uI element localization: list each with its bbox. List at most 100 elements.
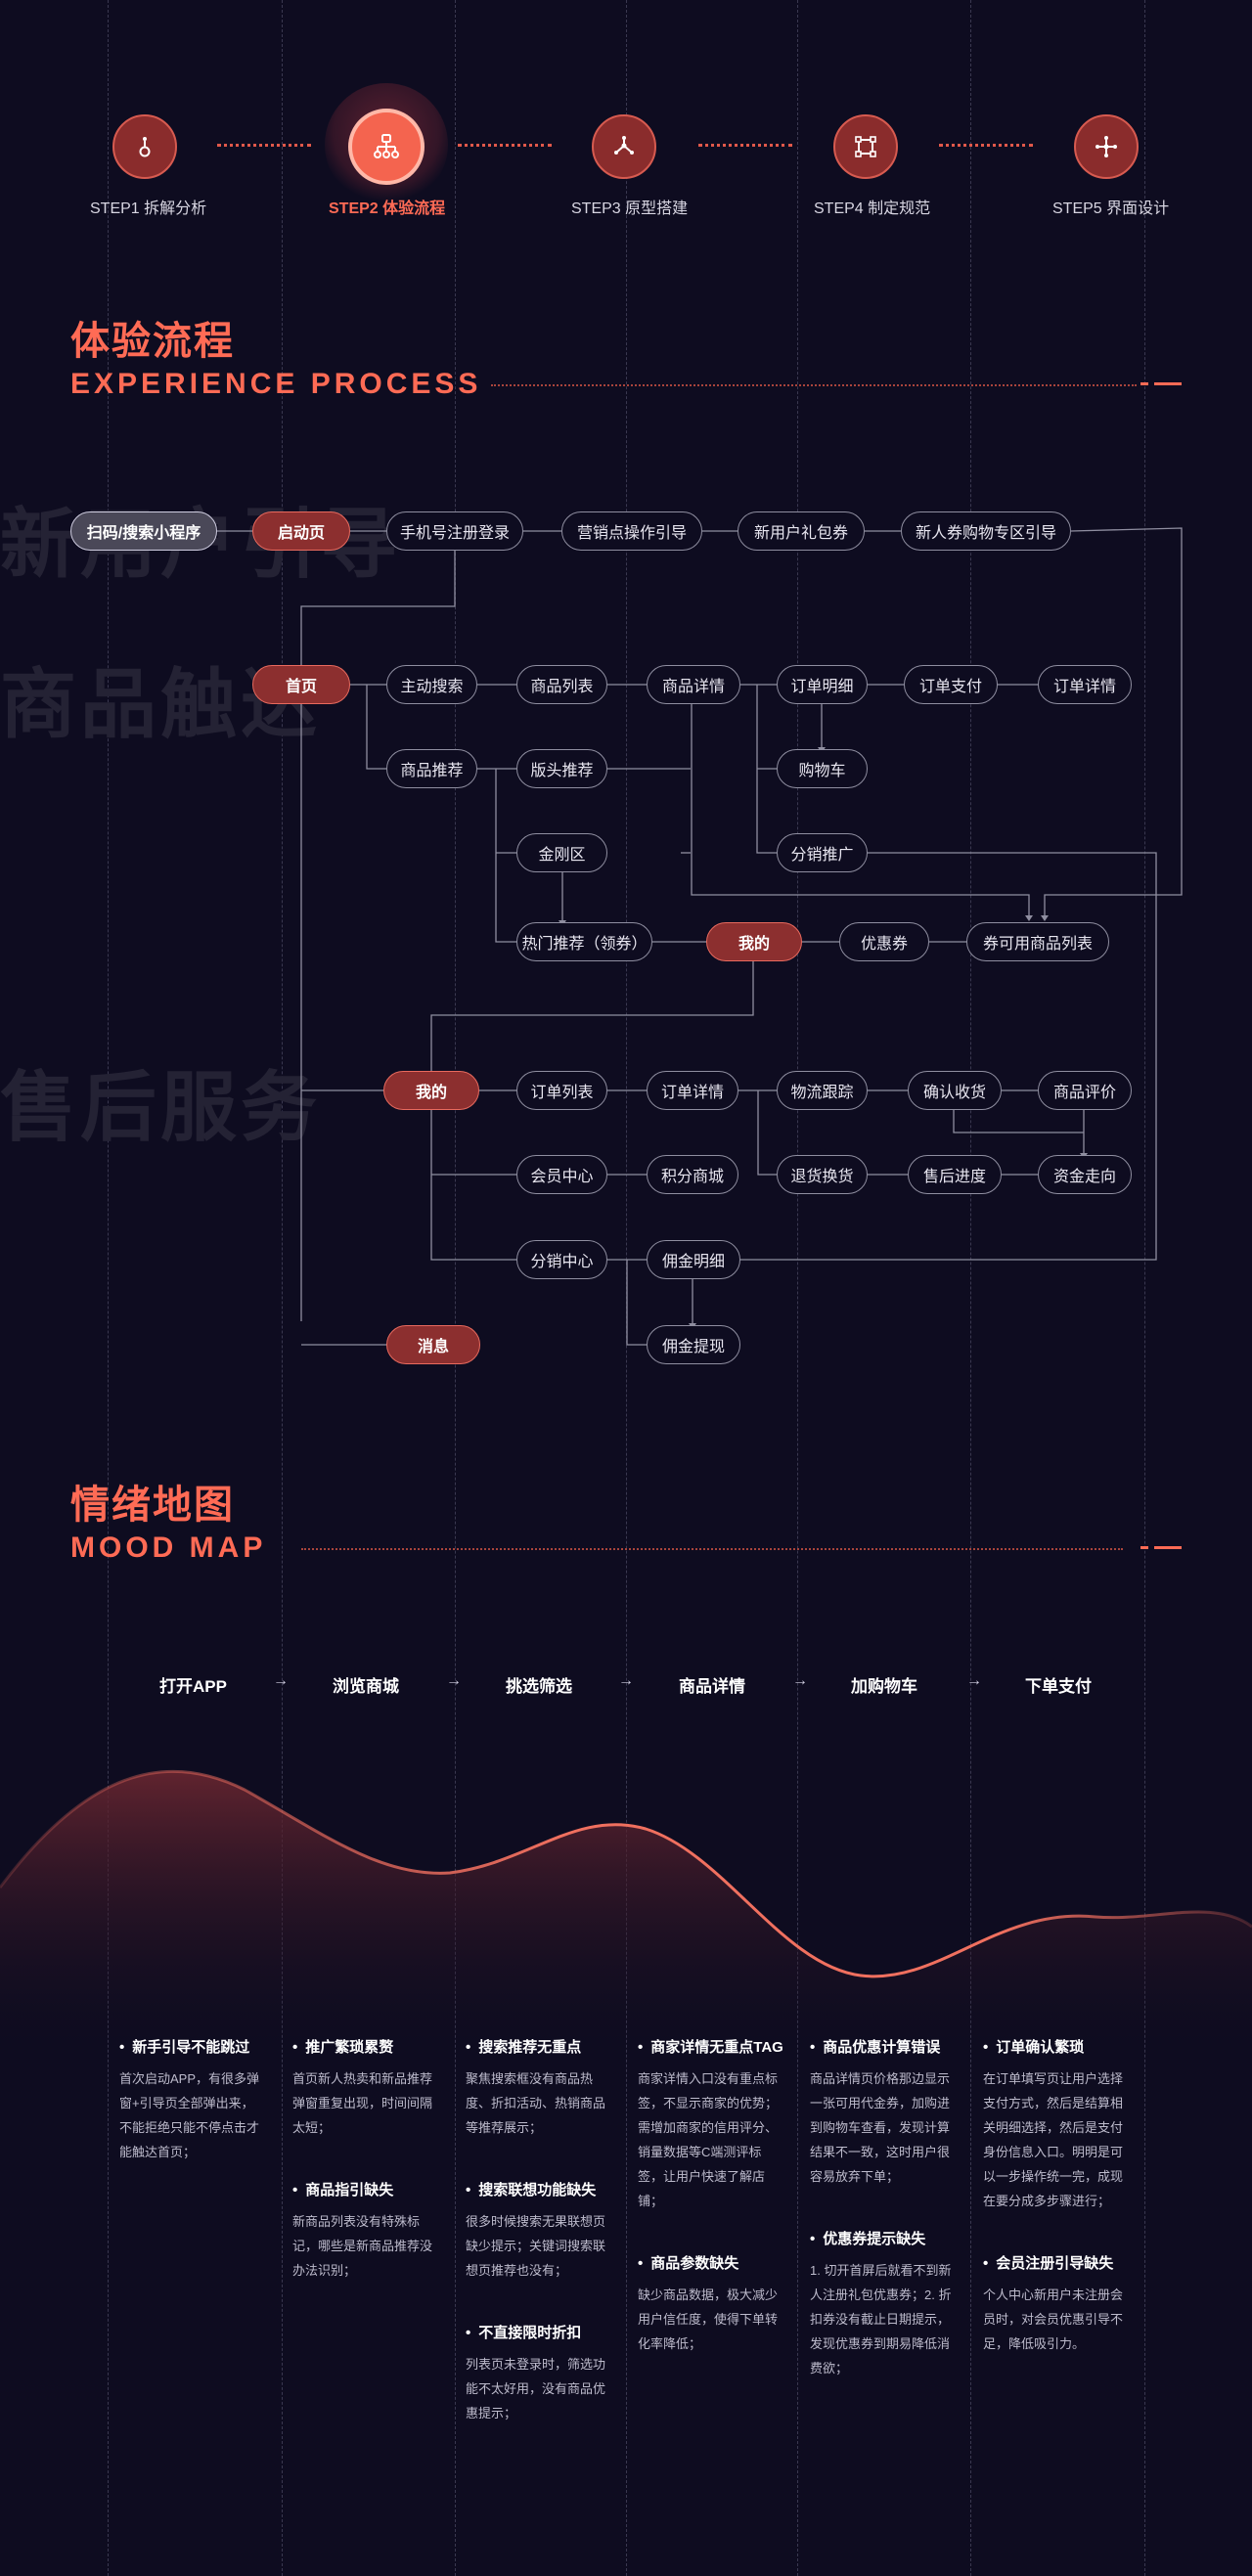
pain-desc: 首次启动APP，有很多弹窗+引导页全部弹出来，不能拒绝只能不停点击才能触达首页； <box>119 2071 260 2159</box>
pain-column-4: 商家详情无重点TAG 商家详情入口没有重点标签，不显示商家的优势；需增加商家的信… <box>638 2036 784 2356</box>
step-connector <box>217 144 311 147</box>
pain-column-6: 订单确认繁琐 在订单填写页让用户选择支付方式，然后是结算相关明细选择，然后是支付… <box>983 2036 1130 2356</box>
grid-line <box>970 0 971 2576</box>
pain-desc: 1. 切开首屏后就看不到新人注册礼包优惠券；2. 折扣券没有截止日期提示，发现优… <box>810 2263 952 2376</box>
flow-node-recommend[interactable]: 商品推荐 <box>386 749 477 788</box>
flow-node-order-pay[interactable]: 订单支付 <box>904 665 998 704</box>
flow-node-home[interactable]: 首页 <box>252 665 350 704</box>
pain-title: 商品优惠计算错误 <box>810 2036 957 2057</box>
flow-node-gift[interactable]: 新用户礼包券 <box>738 511 865 551</box>
step-1-button[interactable] <box>112 114 177 179</box>
flow-node-product-detail[interactable]: 商品详情 <box>647 665 740 704</box>
grid-line <box>108 0 109 2576</box>
flow-node-coupon[interactable]: 优惠券 <box>839 922 929 961</box>
title-divider <box>301 1548 1123 1550</box>
flow-node-fund[interactable]: 资金走向 <box>1038 1155 1132 1194</box>
pain-desc: 缺少商品数据，极大减少用户信任度，使得下单转化率降低； <box>638 2287 779 2351</box>
flow-node-marketing-guide[interactable]: 营销点操作引导 <box>561 511 702 551</box>
grid-line <box>455 0 456 2576</box>
flow-node-hot[interactable]: 热门推荐（领券） <box>516 922 652 961</box>
hierarchy-icon <box>374 134 399 158</box>
flow-node-logistics[interactable]: 物流跟踪 <box>777 1071 868 1110</box>
step-3-button[interactable] <box>592 114 656 179</box>
flow-node-order-detail[interactable]: 订单明细 <box>777 665 868 704</box>
pain-title: 商品参数缺失 <box>638 2252 784 2273</box>
flow-node-commission[interactable]: 佣金明细 <box>647 1240 740 1279</box>
flow-node-points[interactable]: 积分商城 <box>647 1155 738 1194</box>
mood-stage-5: 加购物车 <box>851 1677 917 1696</box>
flow-node-banner[interactable]: 版头推荐 <box>516 749 607 788</box>
step-5-label: STEP5 界面设计 <box>1052 200 1170 217</box>
flow-node-launch[interactable]: 启动页 <box>252 511 350 551</box>
arrow-right-icon: → <box>618 1672 634 1689</box>
flow-node-scan[interactable]: 扫码/搜索小程序 <box>70 511 217 551</box>
flow-node-cart[interactable]: 购物车 <box>777 749 868 788</box>
grid-line <box>282 0 283 2576</box>
pain-column-5: 商品优惠计算错误 商品详情页价格那边显示一张可用代金券，加购进到购物车查看，发现… <box>810 2036 957 2380</box>
step-4-button[interactable] <box>833 114 898 179</box>
flow-node-distribution[interactable]: 分销推广 <box>777 833 868 872</box>
pain-title: 不直接限时折扣 <box>466 2322 612 2342</box>
grid-line <box>1144 0 1145 2576</box>
flow-node-order-info2[interactable]: 订单详情 <box>647 1071 738 1110</box>
pain-desc: 很多时候搜索无果联想页缺少提示；关键词搜索联想页推荐也没有； <box>466 2214 606 2278</box>
flow-node-kingkong[interactable]: 金刚区 <box>516 833 607 872</box>
flow-node-member[interactable]: 会员中心 <box>516 1155 607 1194</box>
flow-node-order-list[interactable]: 订单列表 <box>516 1071 607 1110</box>
experience-title-cn: 体验流程 <box>70 320 235 363</box>
mood-stage-3: 挑选筛选 <box>506 1677 572 1696</box>
flow-node-refund[interactable]: 退货换货 <box>777 1155 868 1194</box>
frame-icon <box>855 136 876 157</box>
flow-node-dist-center[interactable]: 分销中心 <box>516 1240 607 1279</box>
pain-desc: 首页新人热卖和新品推荐弹窗重复出现，时间间隔太短； <box>292 2071 433 2135</box>
pain-title: 搜索联想功能缺失 <box>466 2179 612 2199</box>
flow-connectors <box>217 527 1183 1346</box>
mood-stage-1: 打开APP <box>159 1677 227 1696</box>
mood-stage-6: 下单支付 <box>1025 1677 1092 1696</box>
pin-icon <box>139 137 151 157</box>
flow-node-order-info[interactable]: 订单详情 <box>1038 665 1132 704</box>
experience-title-en: EXPERIENCE PROCESS <box>70 368 482 400</box>
flow-node-mine[interactable]: 我的 <box>383 1071 479 1110</box>
mood-stage-4: 商品详情 <box>679 1677 745 1696</box>
pain-column-2: 推广繁琐累赘 首页新人热卖和新品推荐弹窗重复出现，时间间隔太短； 商品指引缺失 … <box>292 2036 439 2283</box>
pain-desc: 商品详情页价格那边显示一张可用代金券，加购进到购物车查看，发现计算结果不一致，这… <box>810 2071 951 2184</box>
flow-node-coupon-list[interactable]: 券可用商品列表 <box>966 922 1109 961</box>
arrow-right-icon: → <box>446 1672 462 1689</box>
pain-title: 新手引导不能跳过 <box>119 2036 266 2057</box>
mood-title-en: MOOD MAP <box>70 1532 267 1564</box>
step-5-button[interactable] <box>1074 114 1139 179</box>
bg-word-aftersale: 售后服务 <box>0 1064 322 1150</box>
title-dash <box>1154 382 1182 385</box>
flow-node-coupon-zone[interactable]: 新人券购物专区引导 <box>901 511 1071 551</box>
flow-node-product-list[interactable]: 商品列表 <box>516 665 607 704</box>
flow-node-review[interactable]: 商品评价 <box>1038 1071 1132 1110</box>
flow-node-mine-top[interactable]: 我的 <box>706 922 802 961</box>
step-connector <box>458 144 552 147</box>
pain-title: 优惠券提示缺失 <box>810 2228 957 2248</box>
step-3-label: STEP3 原型搭建 <box>571 200 689 217</box>
pain-title: 商家详情无重点TAG <box>638 2036 784 2057</box>
arrow-right-icon: → <box>273 1672 289 1689</box>
nodes-icon <box>1096 136 1117 157</box>
network-icon <box>614 136 634 155</box>
title-dash <box>1140 382 1148 385</box>
flow-node-message[interactable]: 消息 <box>386 1325 480 1364</box>
pain-desc: 聚焦搜索框没有商品热度、折扣活动、热销商品等推荐展示； <box>466 2071 606 2135</box>
flow-node-confirm[interactable]: 确认收货 <box>908 1071 1002 1110</box>
pain-desc: 新商品列表没有特殊标记，哪些是新商品推荐没办法识别； <box>292 2214 433 2278</box>
flow-node-phone-login[interactable]: 手机号注册登录 <box>386 511 523 551</box>
pain-column-3: 搜索推荐无重点 聚焦搜索框没有商品热度、折扣活动、热销商品等推荐展示； 搜索联想… <box>466 2036 612 2425</box>
title-dash <box>1154 1546 1182 1549</box>
pain-column-1: 新手引导不能跳过 首次启动APP，有很多弹窗+引导页全部弹出来，不能拒绝只能不停… <box>119 2036 266 2164</box>
arrow-right-icon: → <box>792 1672 808 1689</box>
flow-node-search[interactable]: 主动搜索 <box>386 665 477 704</box>
flow-node-aftersale[interactable]: 售后进度 <box>908 1155 1002 1194</box>
step-2-button[interactable] <box>348 109 425 185</box>
pain-title: 搜索推荐无重点 <box>466 2036 612 2057</box>
step-4-label: STEP4 制定规范 <box>814 200 931 217</box>
flow-node-withdraw[interactable]: 佣金提现 <box>647 1325 740 1364</box>
title-divider <box>491 384 1137 386</box>
pain-title: 订单确认繁琐 <box>983 2036 1130 2057</box>
mood-curve <box>0 1769 1252 2064</box>
